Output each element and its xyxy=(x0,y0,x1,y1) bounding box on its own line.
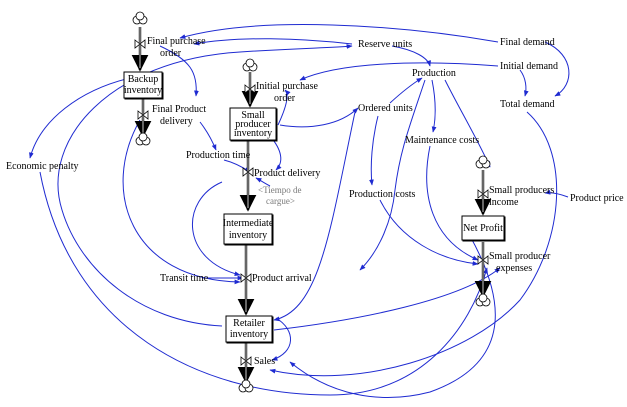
cloud-source-backup xyxy=(132,11,148,25)
link-backup-to-economic-penalty xyxy=(29,77,131,159)
var-transit-time[interactable]: Transit time xyxy=(160,273,209,284)
link-backup-to-product-arrival-loop xyxy=(122,119,241,285)
link-reserve-units-to-production xyxy=(391,45,432,67)
var-total-demand[interactable]: Total demand xyxy=(500,99,555,110)
stock-label: Net Profit xyxy=(463,223,503,234)
var-ordered-units[interactable]: Ordered units xyxy=(358,103,413,114)
link-ordered-units-to-retailer xyxy=(273,111,356,322)
link-final-delivery-to-production-time xyxy=(199,121,217,151)
flow-sales[interactable]: Sales xyxy=(254,356,275,367)
stock-net-profit[interactable]: Net Profit xyxy=(461,215,505,241)
stock-label: inventory xyxy=(229,230,267,241)
link-intermediate-to-product-arrival-loop xyxy=(191,181,241,277)
svg-text:Small: Small xyxy=(241,110,265,121)
svg-text:producer: producer xyxy=(235,119,271,130)
var-maintenance-costs[interactable]: Maintenance costs xyxy=(405,135,479,146)
svg-text:Backup: Backup xyxy=(128,74,159,85)
var-reserve-units[interactable]: Reserve units xyxy=(358,39,412,50)
cloud-sink-retailer xyxy=(238,379,254,393)
link-small-producer-to-product-delivery xyxy=(269,135,282,171)
clouds xyxy=(132,11,491,393)
svg-text:Retailer: Retailer xyxy=(233,318,265,329)
stock-label: Small xyxy=(241,110,265,121)
stock-retailer-inventory[interactable]: Retailer inventory xyxy=(225,315,273,343)
cloud-source-net-profit xyxy=(475,155,491,169)
stock-small-producer-inventory[interactable]: Small producer inventory xyxy=(229,107,277,141)
valve-final-product-delivery xyxy=(137,110,149,120)
link-initial-demand-to-initial-purchase-order xyxy=(299,62,499,81)
link-production-to-delivery-valve xyxy=(359,79,426,271)
stock-label: Backup xyxy=(128,74,159,85)
stock-backup-inventory[interactable]: Backup inventory xyxy=(123,71,163,99)
var-production-costs[interactable]: Production costs xyxy=(349,189,415,200)
valve-final-purchase-order xyxy=(134,39,146,49)
svg-text:inventory: inventory xyxy=(230,329,268,340)
link-economic-penalty-to-net-profit xyxy=(39,171,488,396)
stock-intermediate-inventory[interactable]: Intermediate inventory xyxy=(223,213,274,245)
svg-text:inventory: inventory xyxy=(124,85,162,96)
stock-label: inventory xyxy=(234,128,272,139)
link-initial-demand-to-total-demand xyxy=(519,69,529,97)
valve-product-delivery xyxy=(242,167,254,177)
svg-text:inventory: inventory xyxy=(229,230,267,241)
valves xyxy=(134,39,489,366)
flow-product-delivery[interactable]: Product delivery xyxy=(254,168,320,179)
link-final-demand-to-total-demand xyxy=(544,41,570,97)
valve-small-producer-expenses xyxy=(477,255,489,265)
link-reserve-units-to-final-purchase-order xyxy=(193,38,353,46)
stock-label: Retailer xyxy=(233,318,265,329)
var-initial-demand[interactable]: Initial demand xyxy=(500,61,558,72)
cloud-source-small-producer xyxy=(242,58,258,72)
svg-text:inventory: inventory xyxy=(234,128,272,139)
link-total-demand-to-sales xyxy=(269,111,558,377)
valve-small-producers-income xyxy=(477,189,489,199)
link-maintenance-costs-to-expenses xyxy=(426,145,479,261)
link-small-producer-to-initial-purchase xyxy=(277,89,291,126)
link-small-producer-income-to-final-purchase xyxy=(159,45,199,97)
link-production-to-small-producers-income xyxy=(444,79,491,168)
stocks: Backup inventory Small producer inventor… xyxy=(123,71,505,343)
link-product-price-to-income xyxy=(544,189,569,198)
causal-links xyxy=(29,24,570,398)
link-retailer-to-sales xyxy=(271,317,291,361)
cloud-sink-net-profit xyxy=(475,293,491,307)
valve-initial-purchase-order xyxy=(244,84,256,94)
link-ordered-units-to-production-costs xyxy=(369,115,379,186)
var-production-time[interactable]: Production time xyxy=(186,150,251,161)
link-final-demand-to-final-purchase-order xyxy=(179,24,499,43)
cloud-sink-backup xyxy=(135,132,151,146)
link-production-costs-to-expenses xyxy=(379,199,479,266)
valve-sales xyxy=(240,356,252,366)
stock-label: producer xyxy=(235,119,271,130)
var-product-price[interactable]: Product price xyxy=(570,193,624,204)
stock-label: inventory xyxy=(124,85,162,96)
link-inventory-to-ordered-units xyxy=(279,107,359,128)
link-ordered-units-to-production xyxy=(389,77,423,104)
var-final-demand[interactable]: Final demand xyxy=(500,37,555,48)
var-production[interactable]: Production xyxy=(412,68,456,79)
link-retailer-to-final-purchase-loop xyxy=(57,44,353,327)
var-economic-penalty[interactable]: Economic penalty xyxy=(6,161,78,172)
link-tiempo-to-product-delivery xyxy=(255,177,271,187)
stock-label: inventory xyxy=(230,329,268,340)
stock-label: Intermediate xyxy=(223,218,274,229)
link-production-to-maintenance-costs xyxy=(431,79,437,133)
flow-product-arrival[interactable]: Product arrival xyxy=(252,273,312,284)
valve-product-arrival xyxy=(240,273,252,283)
variables: Reserve units Final demand Initial deman… xyxy=(6,37,624,284)
svg-text:Intermediate: Intermediate xyxy=(223,218,274,229)
